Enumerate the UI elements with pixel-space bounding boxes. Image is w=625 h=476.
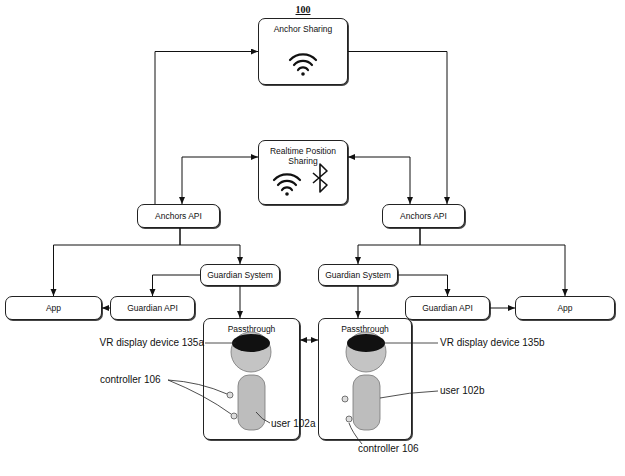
connector-arrow — [348, 157, 410, 204]
node-text: Anchors API — [152, 211, 205, 221]
callout-label: controller 106 — [358, 443, 419, 455]
figure-number: 100 — [296, 4, 311, 16]
connector-arrow — [102, 308, 110, 309]
user-figure — [227, 332, 271, 430]
callout-label: user 102b — [440, 385, 484, 397]
node-text: Realtime Position Sharing — [259, 146, 347, 166]
callout-label: controller 106 — [100, 374, 161, 386]
node-text: Guardian System — [322, 270, 394, 280]
connector-arrow — [153, 275, 201, 296]
node-text: App — [43, 303, 64, 313]
node-text: Guardian API — [124, 303, 181, 313]
user-figure — [342, 332, 386, 430]
passthrough-box: Passthrough — [318, 318, 412, 440]
api-box: Guardian API — [405, 296, 490, 320]
api-box: Anchors API — [382, 204, 465, 228]
connector-arrow — [398, 275, 448, 296]
system-box: Guardian System — [318, 264, 398, 286]
callout-label: VR display device 135b — [440, 337, 545, 349]
connector-arrow — [358, 228, 420, 264]
callout-label: user 102a — [271, 418, 315, 430]
node-text: Passthrough — [338, 324, 392, 334]
sharing-box: Anchor Sharing — [258, 18, 348, 85]
app-box: App — [515, 296, 615, 320]
wifi-icon — [290, 54, 316, 75]
connector-arrow — [490, 308, 515, 309]
wifi-icon — [274, 174, 300, 195]
api-box: Anchors API — [137, 204, 220, 228]
node-text: Anchors API — [397, 211, 450, 221]
connector-arrow — [348, 52, 447, 205]
leader-line — [168, 343, 438, 444]
app-box: App — [5, 296, 102, 320]
connector-arrow — [54, 228, 181, 296]
api-box: Guardian API — [110, 296, 195, 320]
sharing-box: Realtime Position Sharing — [258, 140, 348, 205]
node-text: Passthrough — [225, 324, 279, 334]
connector-arrow — [240, 286, 241, 318]
system-box: Guardian System — [200, 264, 280, 286]
connector-arrow — [182, 157, 258, 204]
connector-arrow — [180, 228, 240, 264]
node-text: Guardian System — [204, 270, 276, 280]
node-text: Anchor Sharing — [271, 24, 336, 34]
bluetooth-icon — [313, 164, 327, 192]
callout-label: VR display device 135a — [99, 337, 204, 349]
node-text: App — [554, 303, 575, 313]
connector-arrow — [155, 52, 258, 205]
node-text: Guardian API — [419, 303, 476, 313]
connector-arrow — [300, 340, 318, 341]
connector-arrow — [358, 286, 359, 318]
connector-arrow — [420, 228, 565, 296]
